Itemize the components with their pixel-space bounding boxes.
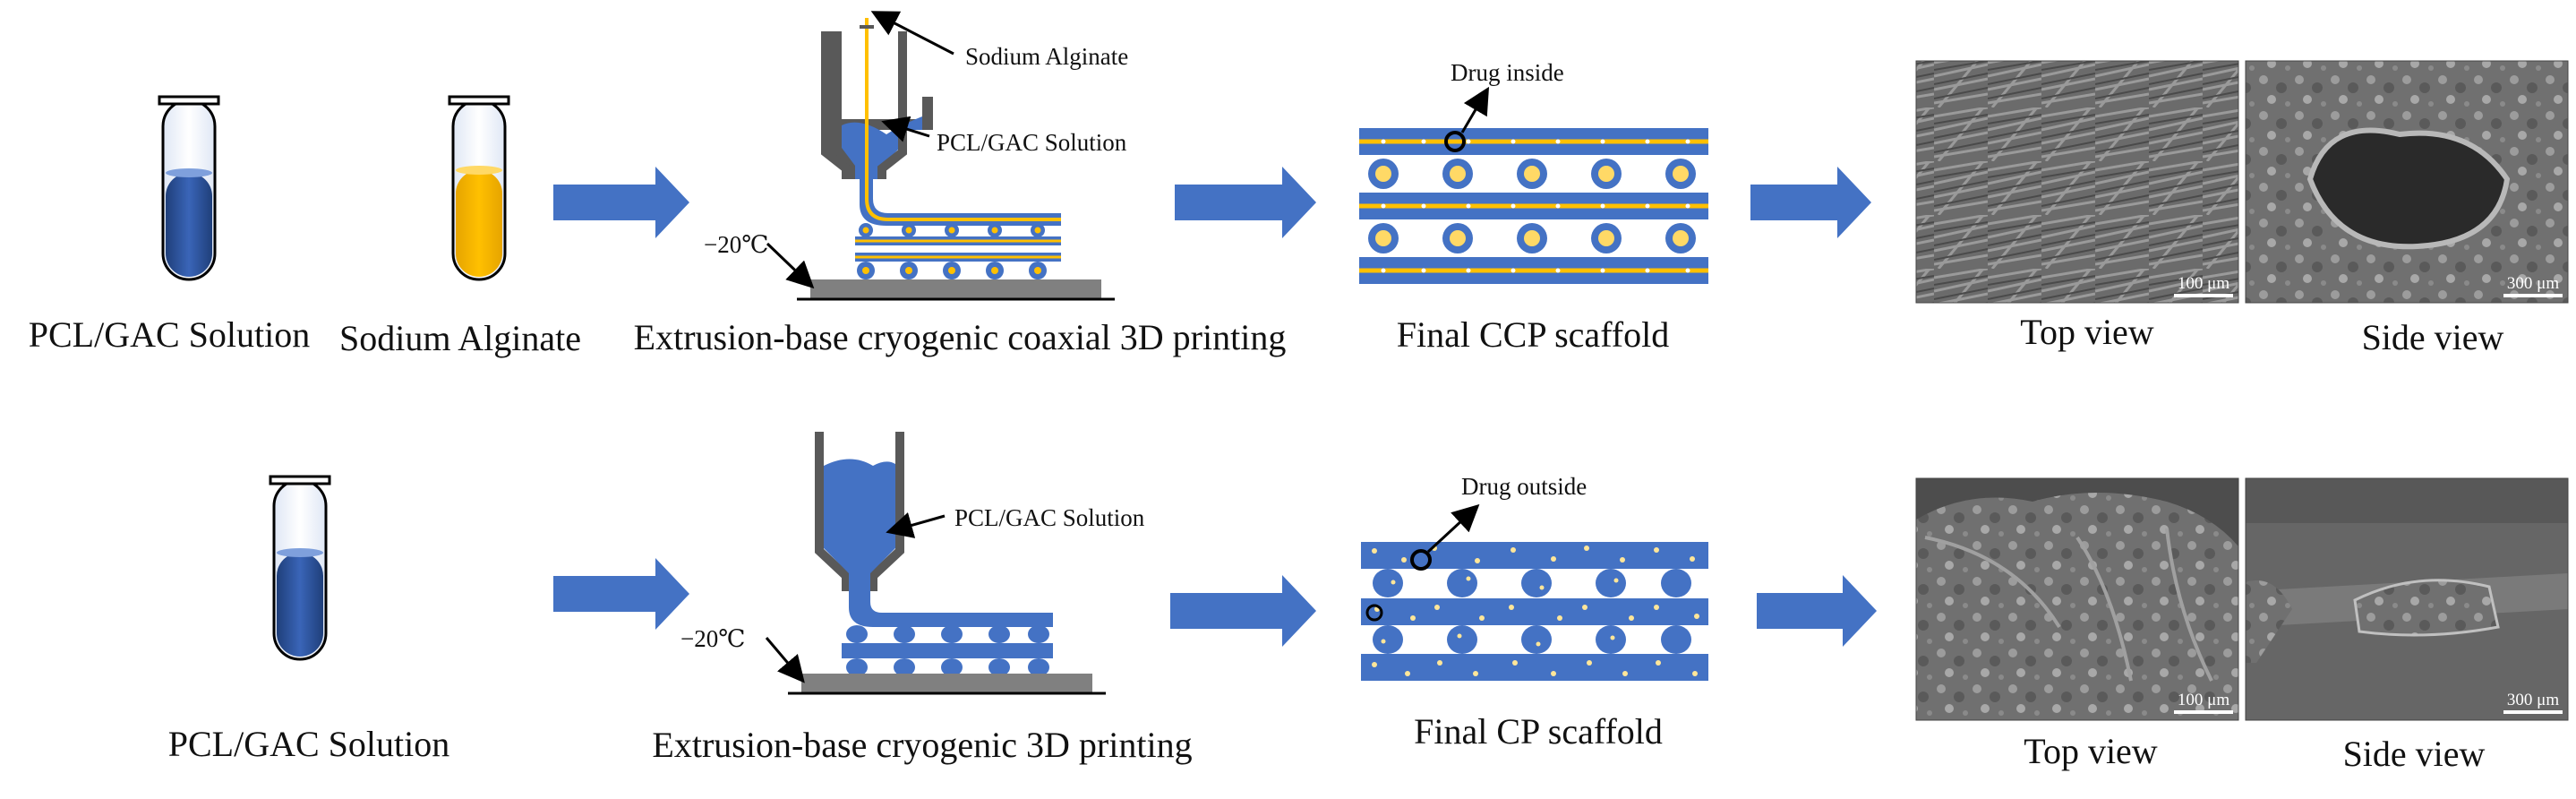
scale-label-ccp-side: 300 μm xyxy=(2507,274,2559,293)
callout-sodium-alginate: Sodium Alginate xyxy=(965,43,1128,70)
temperature-label-2: −20℃ xyxy=(680,625,745,652)
flow-arrow-3 xyxy=(1750,167,1871,238)
scale-bar xyxy=(2174,294,2233,297)
callout-pcl-gac-solution: PCL/GAC Solution xyxy=(937,129,1127,156)
sem-image-ccp-top xyxy=(1915,60,2239,304)
scale-bar xyxy=(2503,710,2563,714)
scale-label-ccp-top: 100 μm xyxy=(2178,274,2229,293)
sem-image-cp-side xyxy=(2245,477,2569,721)
scaffold-label-1: Final CCP scaffold xyxy=(1397,314,1669,355)
tube-label-row2: PCL/GAC Solution xyxy=(168,724,450,764)
scale-label-cp-side: 300 μm xyxy=(2507,691,2559,709)
callout-line-solution xyxy=(881,116,930,142)
flow-arrow-4 xyxy=(553,558,689,630)
flow-arrow-2 xyxy=(1175,167,1316,238)
tube1-label: PCL/GAC Solution xyxy=(29,314,311,355)
sem-image-ccp-side xyxy=(2245,60,2569,304)
test-tube-pcl-gac-row2 xyxy=(269,475,331,661)
callout-line-drug-inside xyxy=(1460,86,1490,133)
printer-diagram xyxy=(788,432,1106,695)
scale-bar xyxy=(2503,294,2563,297)
test-tube-pcl-gac xyxy=(158,95,220,281)
callout-drug-inside: Drug inside xyxy=(1451,59,1564,86)
scale-label-cp-top: 100 μm xyxy=(2178,691,2229,709)
callout-line-solution-row2 xyxy=(886,512,946,538)
tube2-label: Sodium Alginate xyxy=(339,318,581,358)
printer-label-1: Extrusion-base cryogenic coaxial 3D prin… xyxy=(634,317,1287,357)
callout-pcl-gac-solution-row2: PCL/GAC Solution xyxy=(954,504,1145,531)
sem-label-cp-top: Top view xyxy=(2024,731,2158,771)
flow-arrow-1 xyxy=(553,167,689,238)
sem-image-cp-top xyxy=(1915,477,2239,721)
test-tube-sodium-alginate xyxy=(448,95,510,281)
scaffold-label-2: Final CP scaffold xyxy=(1414,711,1663,752)
callout-line-alginate xyxy=(870,11,954,56)
temperature-label-1: −20℃ xyxy=(704,231,768,258)
flow-arrow-6 xyxy=(1757,575,1877,647)
callout-line-drug-outside xyxy=(1426,503,1480,554)
temperature-arrow-1 xyxy=(766,242,815,289)
temperature-arrow-2 xyxy=(765,637,805,683)
callout-drug-outside: Drug outside xyxy=(1461,473,1587,500)
sem-label-ccp-top: Top view xyxy=(2020,312,2154,352)
cp-scaffold-diagram xyxy=(1361,542,1708,681)
printer-label-2: Extrusion-base cryogenic 3D printing xyxy=(652,725,1192,765)
coaxial-printer-diagram xyxy=(797,18,1115,301)
sem-label-cp-side: Side view xyxy=(2343,734,2486,774)
ccp-scaffold-diagram xyxy=(1359,128,1708,284)
sem-label-ccp-side: Side view xyxy=(2362,317,2504,357)
scale-bar xyxy=(2174,710,2233,714)
flow-arrow-5 xyxy=(1170,575,1316,647)
